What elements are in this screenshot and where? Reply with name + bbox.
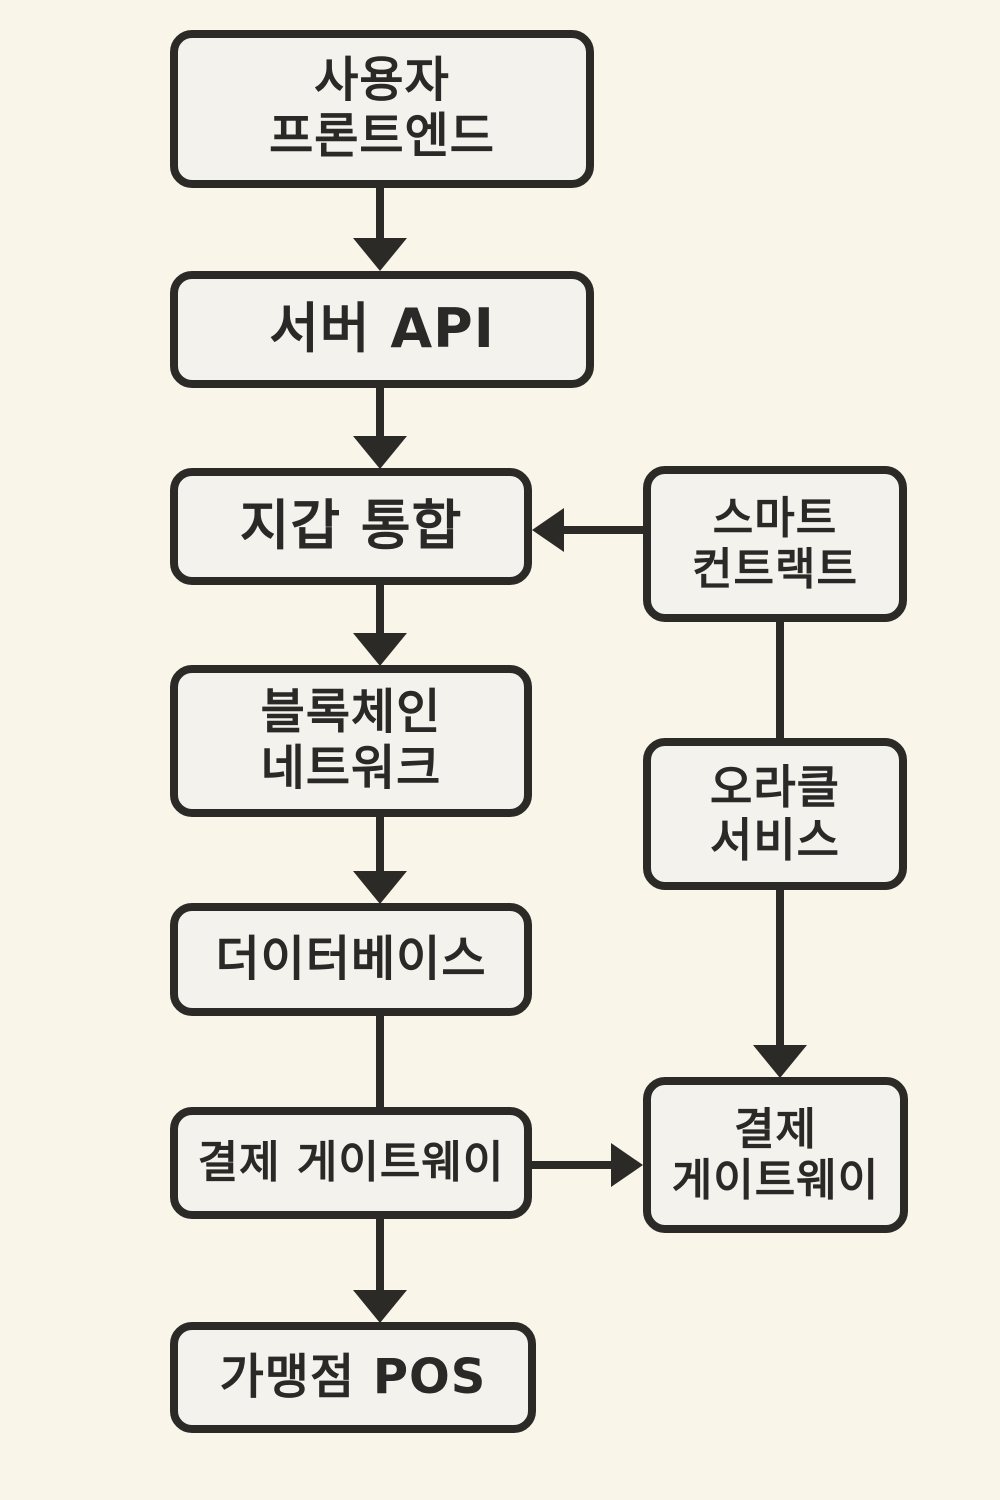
- arrowhead-down-icon: [353, 1290, 407, 1323]
- arrowhead-down-icon: [353, 871, 407, 904]
- edge-payment-gateway-left-to-merchant-pos: [376, 1217, 384, 1292]
- node-label-line: 더이터베이스: [215, 930, 487, 987]
- arrowhead-down-icon: [353, 633, 407, 666]
- node-database: 더이터베이스: [170, 903, 532, 1016]
- node-user-frontend: 사용자 프론트엔드: [170, 30, 594, 188]
- edge-user-frontend-to-server-api: [376, 186, 384, 240]
- node-server-api: 서버 API: [170, 271, 594, 388]
- node-label-line: 네트워크: [260, 740, 442, 796]
- edge-server-api-to-wallet-integration: [376, 386, 384, 438]
- node-label-line: 서비스: [710, 813, 840, 867]
- edge-oracle-service-to-payment-gateway-right: [776, 888, 784, 1047]
- node-merchant-pos: 가맹점 POS: [170, 1322, 536, 1433]
- node-label-line: 결제 게이트웨이: [197, 1137, 505, 1189]
- node-label-line: 지갑 통합: [239, 494, 463, 558]
- node-label-line: 프론트엔드: [269, 108, 495, 164]
- edge-database-to-payment-gateway-left: [376, 1014, 384, 1109]
- arrowhead-down-icon: [353, 238, 407, 271]
- node-wallet-integration: 지갑 통합: [170, 468, 532, 585]
- arrowhead-down-icon: [753, 1045, 807, 1078]
- edge-smart-contract-to-oracle-service: [776, 620, 784, 740]
- arrowhead-right-icon: [611, 1143, 643, 1187]
- node-blockchain-network: 블록체인 네트워크: [170, 665, 532, 817]
- edge-blockchain-network-to-database: [376, 815, 384, 873]
- node-label-line: 게이트웨이: [671, 1155, 880, 1206]
- arrowhead-left-icon: [532, 508, 564, 552]
- node-label-line: 결제: [734, 1103, 817, 1155]
- node-label-line: 블록체인: [260, 684, 442, 741]
- node-label-line: 컨트랙트: [692, 544, 858, 595]
- edge-smart-contract-to-wallet-integration: [562, 526, 644, 534]
- node-label-line: 서버 API: [269, 297, 495, 361]
- node-label-line: 사용자: [314, 52, 450, 109]
- edge-payment-gateway-left-to-payment-gateway-right: [532, 1161, 614, 1169]
- node-label-line: 가맹점 POS: [219, 1348, 487, 1405]
- node-smart-contract: 스마트 컨트랙트: [643, 466, 907, 622]
- node-oracle-service: 오라클 서비스: [643, 738, 907, 890]
- edge-wallet-integration-to-blockchain-network: [376, 583, 384, 635]
- node-label-line: 스마트: [712, 492, 838, 544]
- node-payment-gateway-left: 결제 게이트웨이: [170, 1107, 532, 1219]
- arrowhead-down-icon: [353, 436, 407, 469]
- node-payment-gateway-right: 결제 게이트웨이: [643, 1077, 908, 1233]
- node-label-line: 오라클: [710, 759, 840, 814]
